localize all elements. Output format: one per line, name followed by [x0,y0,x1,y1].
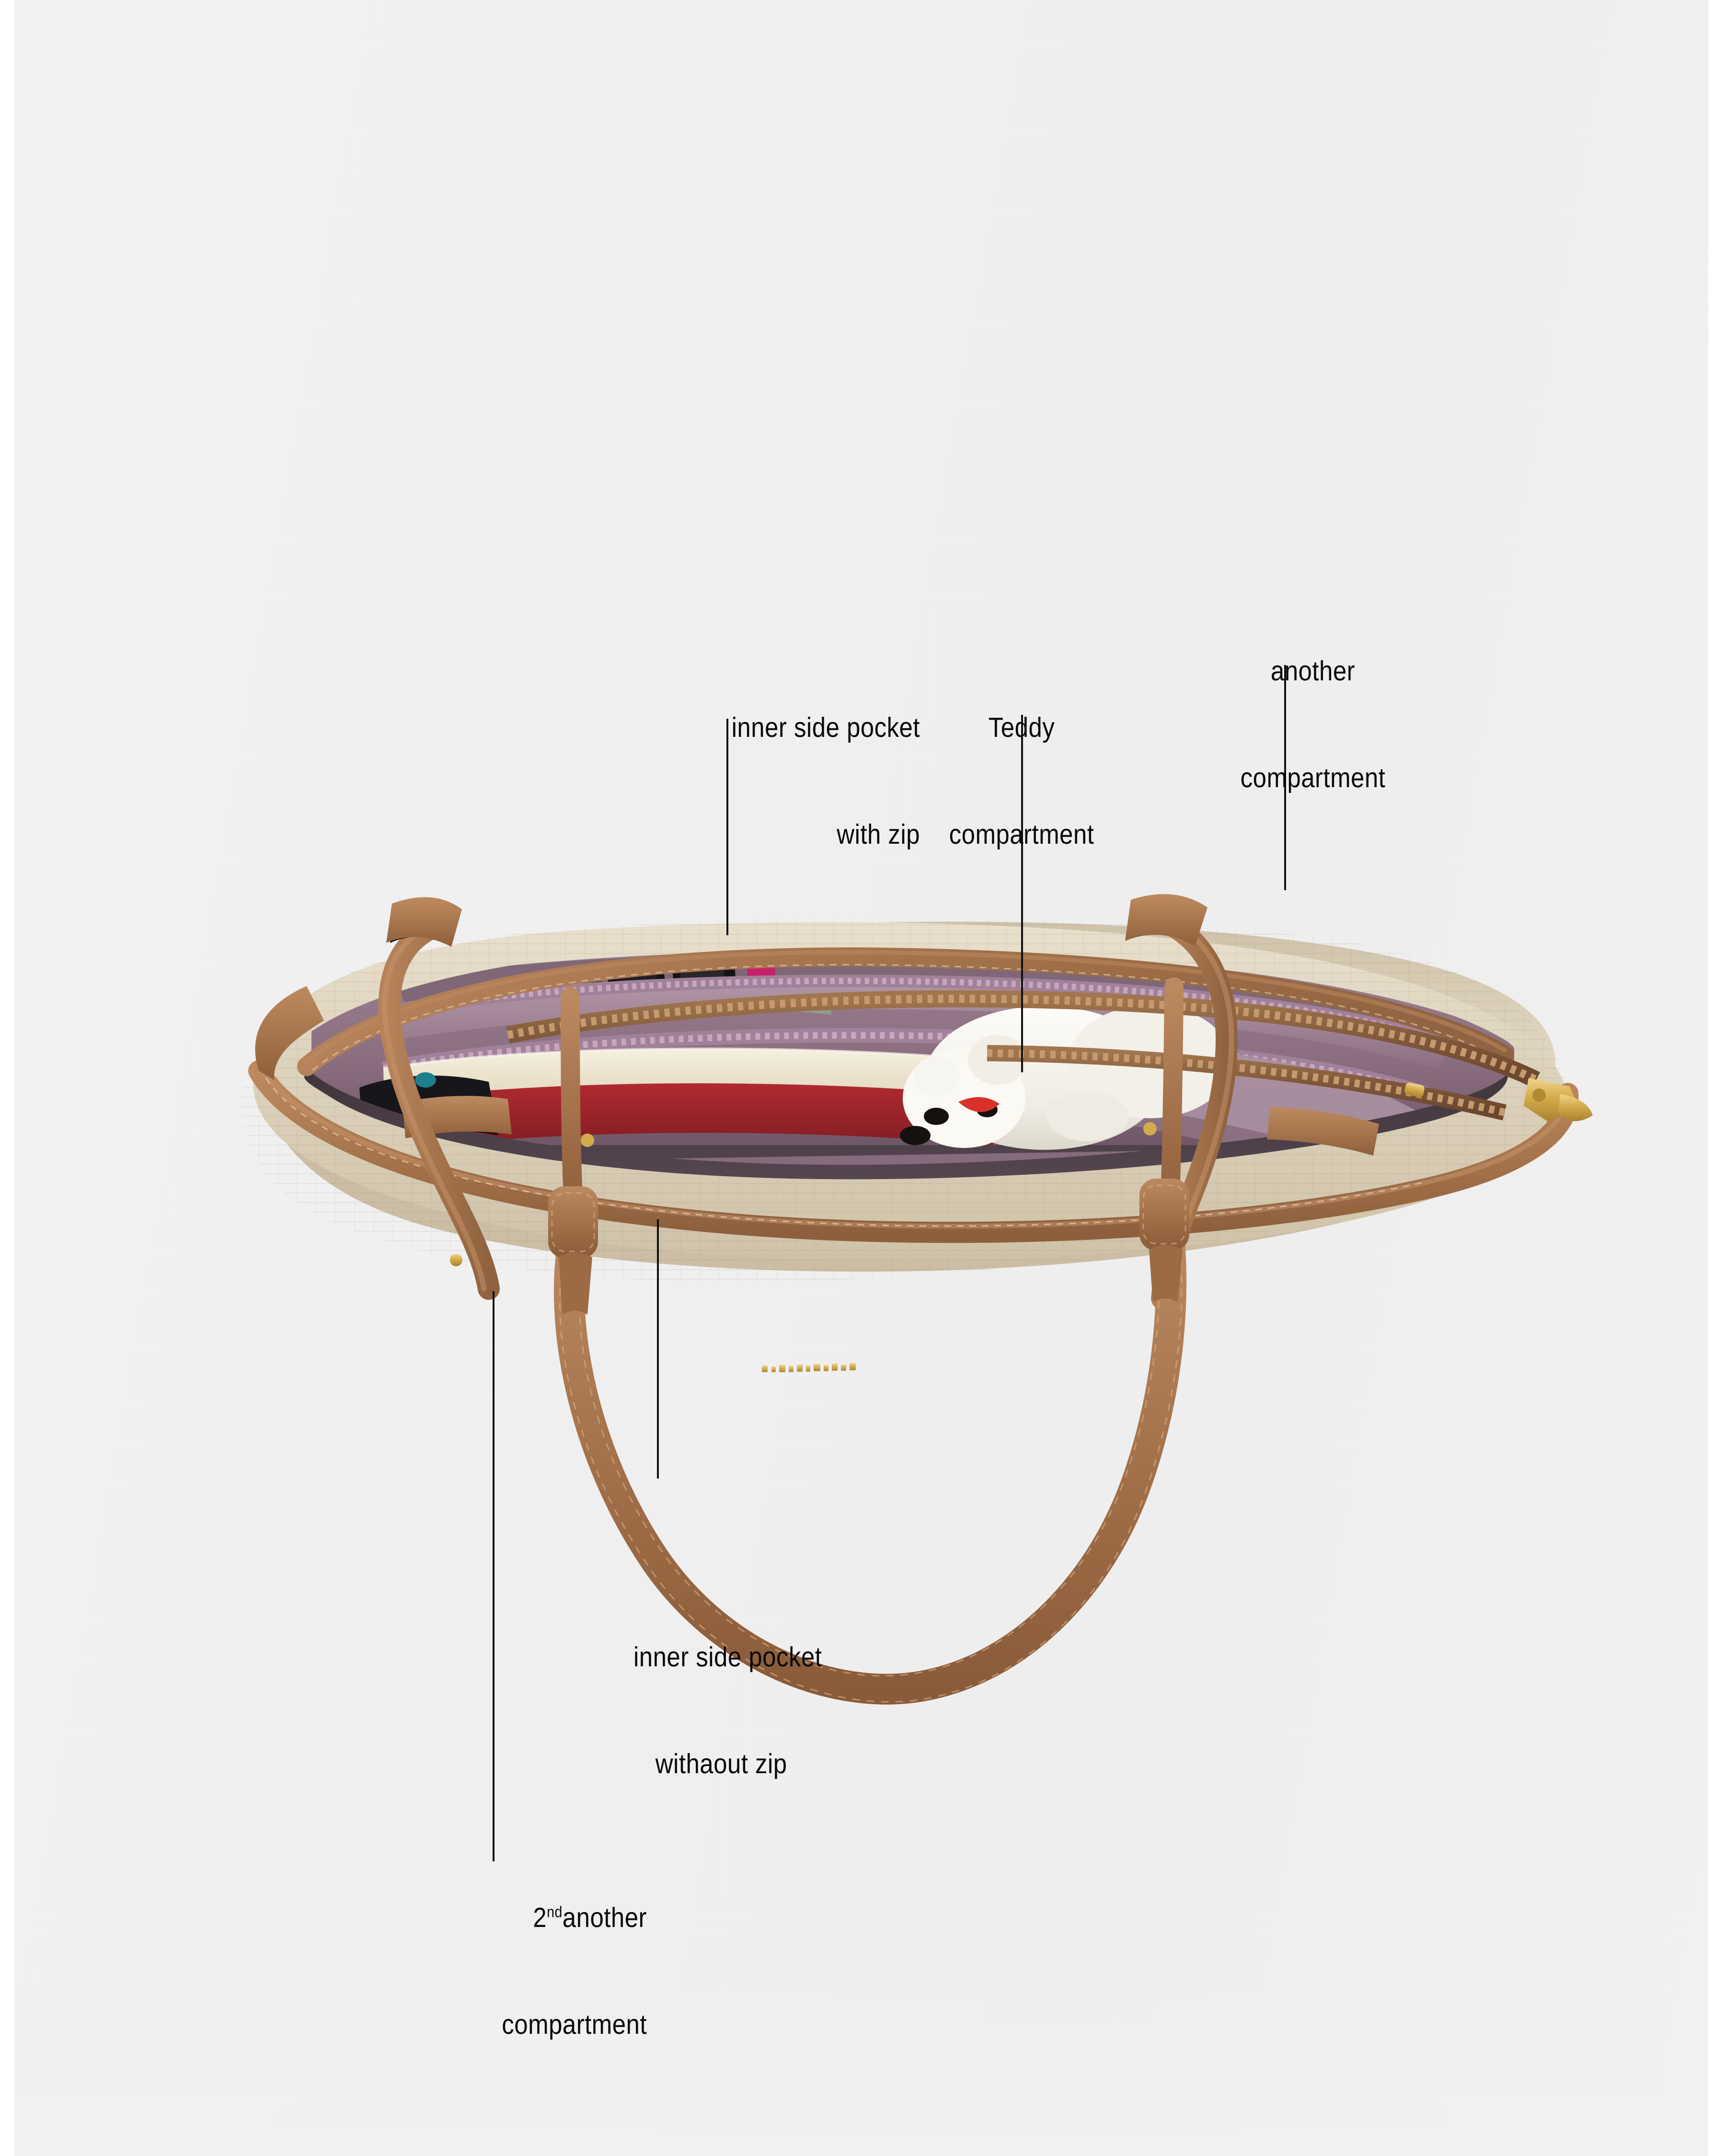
zipper-stop [1404,1082,1425,1098]
leather-trim-front [248,1060,1579,1243]
annotation-inner-side-pocket-with-zip: inner side pocket with zip [574,639,920,924]
photo-backdrop-fade [14,1974,1708,2156]
main-zipper-teeth-2 [987,1049,1506,1116]
annotation-line: withaout zip [655,1748,787,1780]
ordinal-number: 2 [533,1902,547,1934]
gold-zipper-pull [1524,1078,1593,1122]
annotation-line: inner side pocket [731,712,920,744]
annotation-line: Teddy [988,712,1055,744]
main-zipper-teeth [507,995,1538,1084]
inner-leather-tab-right [1267,1107,1379,1156]
handbag-photo: OR [240,877,1593,1418]
strap-keeper-right [1139,1179,1189,1302]
ordinal-suffix: nd [547,1904,563,1921]
leather-left-cap [255,986,324,1080]
strap-stitch-outer [559,1243,1183,1703]
leader-line-inner-side-pocket-withaout-zip [657,1219,659,1479]
rivet-left [450,1254,462,1266]
annotation-line: another [1270,655,1356,687]
annotation-line-ordinal: 2ndanother [314,1900,647,1936]
leader-line-inner-side-pocket-with-zip [726,719,728,935]
brand-logo [762,1363,856,1372]
leather-trim-front-stitch [265,1078,1424,1227]
handle-left-highlight [382,927,487,1292]
annotation-line: compartment [949,819,1094,850]
strap-rivet-left [581,1134,594,1147]
pouch-charm [415,1072,436,1088]
handle-base-left [386,897,462,947]
leader-line-second-another-compartment [493,1291,494,1861]
strap-rivet-right [1143,1122,1157,1135]
leather-trim-back-highlight [304,950,1507,1064]
strap-keeper-left [548,1186,598,1315]
handle-left [378,918,500,1300]
annotation-line: with zip [837,819,920,850]
leader-line-teddy-compartment [1021,715,1023,1072]
annotation-teddy-compartment: Teddy compartment [891,639,1152,924]
leather-trim-back-stitch [312,963,1499,1071]
annotation-line: compartment [1240,762,1386,794]
annotation-second-another-compartment: 2ndanother compartment [314,1829,647,2114]
annotation-another-compartment: another compartment [1182,583,1444,867]
leather-trim-back [297,947,1514,1076]
ordinal-rest: another [562,1902,647,1934]
annotation-inner-side-pocket-withaout-zip: inner side pocket withaout zip [633,1569,1013,1853]
handle-base-right [1125,894,1208,946]
handbag-vector: OR [242,894,1593,1372]
strap-band [553,1216,1187,1705]
annotation-line: inner side pocket [633,1641,822,1673]
shoulder-strap [548,977,1189,1705]
annotation-line: compartment [502,2009,647,2041]
leader-line-another-compartment [1284,665,1286,890]
strap-stitch-inner [578,1245,1160,1677]
